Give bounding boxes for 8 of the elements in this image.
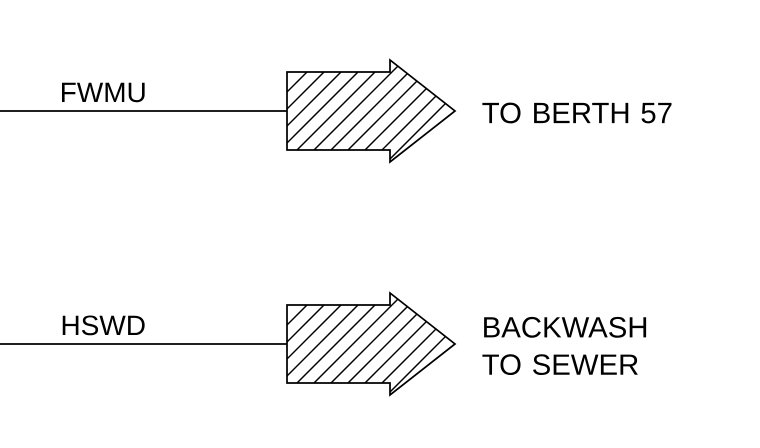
hatched-arrow — [286, 58, 456, 164]
edge-label: HSWD — [62, 315, 145, 336]
edge-label: FWMU — [62, 82, 145, 102]
hatched-arrow — [286, 291, 456, 397]
destination-label: TO BERTH 57 — [482, 102, 672, 124]
destination-label: BACKWASH TO SEWER — [482, 316, 646, 376]
line — [0, 343, 287, 345]
line — [0, 110, 287, 112]
